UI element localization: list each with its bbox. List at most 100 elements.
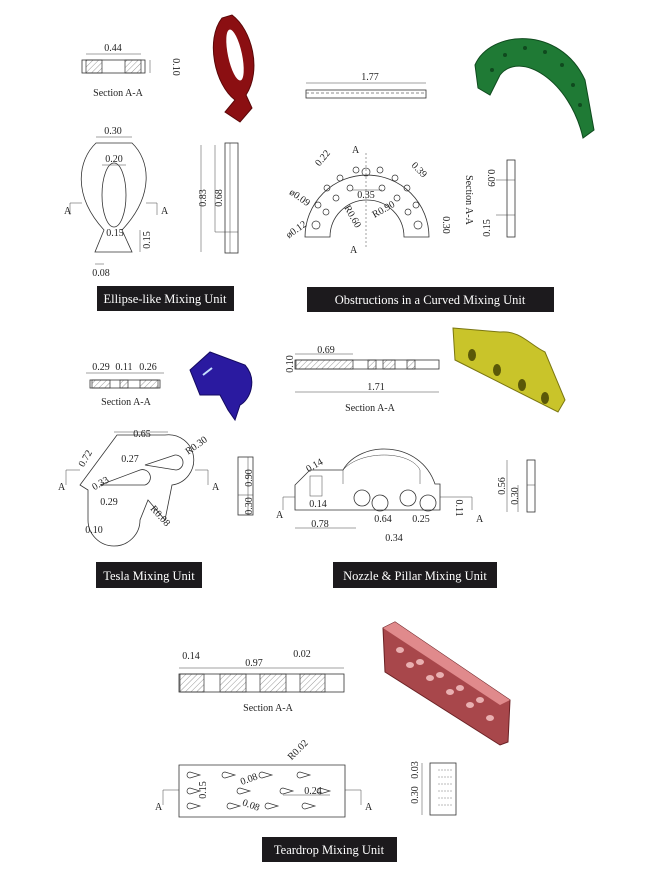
dim-label: 0.34	[385, 533, 403, 544]
dim-label: 0.30	[410, 786, 421, 804]
dim-label: 0.65	[133, 429, 151, 440]
section-view: 0.44 0.10 Section A-A	[81, 43, 181, 99]
section-marker: A	[276, 510, 284, 521]
dim-label: 0.30	[440, 216, 451, 234]
top-view: 0.22 0.39 0.35 ø0.09 ø0.12 R0.60 R0.90 0…	[284, 145, 451, 256]
dim-label: 0.30	[104, 126, 122, 137]
dim-label: 0.14	[304, 457, 325, 475]
curved-obstruction-unit: 1.77 0.22 0.39 0.35 ø0.09 ø0.12 R0	[284, 38, 595, 312]
section-marker: A	[58, 482, 66, 493]
dim-label: 0.27	[121, 454, 139, 465]
side-view: 0.03 0.30	[410, 761, 457, 816]
dim-label: 0.30	[244, 497, 255, 515]
unit-title: Tesla Mixing Unit	[103, 569, 195, 583]
dim-label: 0.26	[139, 362, 157, 373]
title-box	[307, 287, 554, 312]
dim-label: 0.15	[106, 228, 124, 239]
dim-label: 0.78	[311, 519, 329, 530]
top-view: A A 0.30 0.20 0.15 0.15 0.08	[64, 126, 169, 279]
section-marker: A	[155, 802, 163, 813]
dim-label: ø0.12	[284, 219, 309, 241]
side-section-view: 0.09 0.15 Section A-A	[463, 159, 516, 238]
dim-label: 0.72	[77, 448, 95, 469]
section-view: 0.10 0.69 1.71 Section A-A	[285, 345, 440, 414]
dim-label: R0.90	[371, 199, 397, 221]
unit-title: Ellipse-like Mixing Unit	[104, 292, 227, 306]
dim-label: 0.15	[482, 219, 493, 237]
section-marker: A	[64, 206, 72, 217]
dim-label: 0.25	[412, 514, 430, 525]
dim-label: 0.10	[170, 58, 181, 76]
unit-title: Teardrop Mixing Unit	[274, 843, 385, 857]
dim-label: 0.15	[198, 781, 209, 799]
unit-title: Nozzle & Pillar Mixing Unit	[343, 569, 487, 583]
dim-label: 0.24	[304, 786, 322, 797]
dim-label: 0.14	[182, 651, 200, 662]
section-view: 1.77	[305, 72, 427, 99]
title-box	[262, 837, 397, 862]
section-label: Section A-A	[243, 703, 293, 714]
dim-label: 1.77	[361, 72, 379, 83]
dim-label: R0.02	[286, 738, 311, 763]
title-box	[333, 562, 497, 588]
dim-label: 0.11	[453, 499, 464, 516]
dim-label: 0.10	[285, 355, 296, 373]
section-marker: A	[476, 514, 484, 525]
dim-label: 0.30	[510, 487, 521, 505]
section-label: Section A-A	[345, 403, 395, 414]
3d-model	[189, 351, 253, 422]
dim-label: 0.08	[241, 797, 261, 813]
dim-label: 1.71	[367, 382, 385, 393]
dim-label: 0.08	[92, 268, 110, 279]
dim-label: 0.03	[410, 761, 421, 779]
dim-label: 0.90	[244, 469, 255, 487]
side-view: 0.90 0.30	[237, 456, 255, 516]
top-view: 0.65 0.72 R0.30 0.27 0.33 0.29 R0.08 0.1…	[58, 429, 220, 547]
dim-label: R0.30	[184, 435, 210, 458]
section-view: 0.29 0.11 0.26 Section A-A	[86, 362, 164, 408]
section-marker: A	[350, 245, 358, 256]
title-box	[96, 562, 202, 588]
dim-label: 0.22	[313, 148, 333, 168]
dim-label: 0.33	[90, 475, 111, 493]
dim-label: 0.20	[105, 154, 123, 165]
dim-label: 0.29	[100, 497, 118, 508]
3d-model	[474, 38, 595, 139]
section-marker: A	[161, 206, 169, 217]
dim-label: 0.83	[198, 189, 209, 207]
top-view: 0.14 0.14 0.78 0.64 0.25 0.34 0.11 A A	[276, 448, 484, 544]
top-view: R0.02 0.15 0.08 0.08 0.24 A A	[155, 738, 373, 818]
dim-label: R0.08	[148, 504, 172, 529]
dim-label: 0.97	[245, 658, 263, 669]
section-label: Section A-A	[101, 397, 151, 408]
3d-model	[212, 14, 255, 123]
dim-label: 0.64	[374, 514, 392, 525]
dim-label: 0.44	[104, 43, 122, 54]
dim-label: 0.14	[309, 499, 327, 510]
side-view: 0.56 0.30	[497, 459, 536, 513]
dim-label: 0.15	[142, 231, 153, 249]
dim-label: ø0.09	[287, 187, 312, 209]
section-label: Section A-A	[463, 175, 474, 225]
3d-model	[452, 327, 566, 413]
section-label: Section A-A	[93, 88, 143, 99]
dim-label: 0.29	[92, 362, 110, 373]
section-view: 0.14 0.97 0.02 Section A-A	[178, 649, 345, 714]
side-view: 0.83 0.68	[198, 142, 239, 254]
dim-label: 0.69	[317, 345, 335, 356]
ellipse-like-unit: 0.44 0.10 Section A-A A A 0.30 0.20 0.15…	[64, 14, 255, 311]
tesla-unit: 0.29 0.11 0.26 Section A-A 0.65 0.72 R0.…	[58, 351, 255, 588]
dim-label: 0.08	[239, 771, 259, 787]
unit-title: Obstructions in a Curved Mixing Unit	[335, 293, 526, 307]
dim-label: 0.02	[293, 649, 311, 660]
dim-label: 0.68	[214, 189, 225, 207]
dim-label: 0.39	[409, 160, 429, 180]
teardrop-unit: 0.14 0.97 0.02 Section A-A R0.02 0.15	[155, 621, 511, 862]
section-marker: A	[212, 482, 220, 493]
3d-model	[382, 621, 511, 746]
title-box	[97, 286, 234, 311]
dim-label: 0.56	[497, 477, 508, 495]
dim-label: R0.60	[341, 204, 363, 230]
